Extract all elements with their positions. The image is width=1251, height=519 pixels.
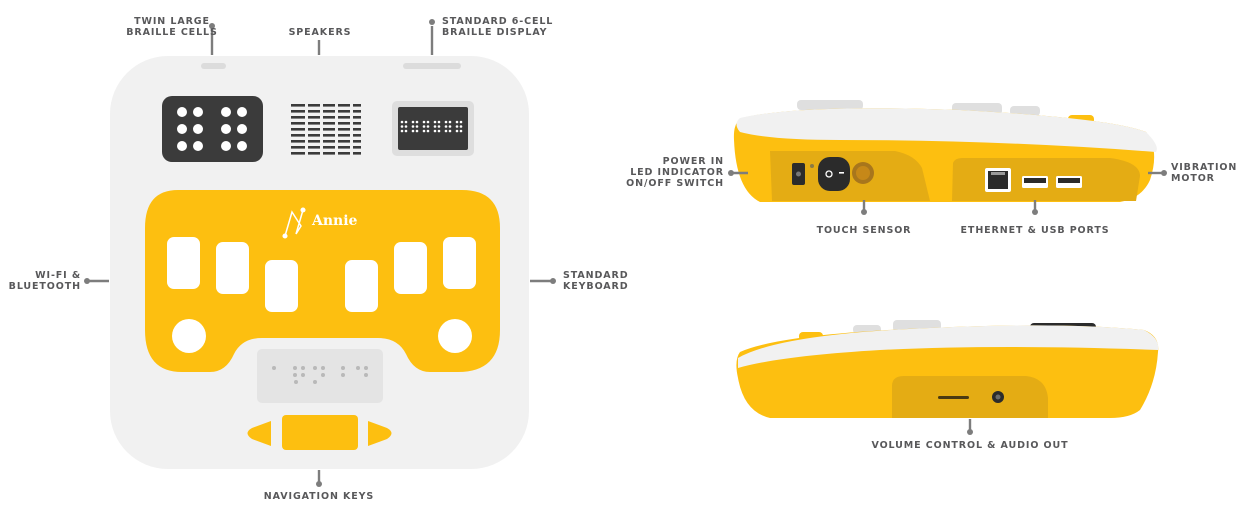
display-pin [411, 129, 415, 133]
label-volume-audio: VOLUME CONTROL & AUDIO OUT [871, 440, 1069, 451]
display-pin [404, 120, 408, 124]
display-pin [459, 129, 463, 133]
navigation-keys [247, 415, 392, 450]
display-pin [433, 129, 437, 133]
label-standard-keyboard: STANDARD KEYBOARD [563, 270, 629, 292]
display-pin [448, 120, 452, 124]
display-pin [444, 129, 448, 133]
display-pin [455, 120, 459, 124]
display-pin [411, 120, 415, 124]
display-pin [448, 129, 452, 133]
key-1 [167, 237, 200, 289]
display-pin [459, 120, 463, 124]
keyboard-keys [167, 237, 476, 353]
display-pin [444, 120, 448, 124]
display-pin [415, 129, 419, 133]
nav-left-key [247, 421, 271, 446]
round-key-left [172, 319, 206, 353]
display-pin [426, 129, 430, 133]
side-view-audio [736, 320, 1159, 435]
display-pin [422, 125, 426, 128]
display-pin [433, 120, 437, 124]
braille-cell-slot [201, 63, 226, 69]
display-pin [437, 120, 441, 124]
round-key-right [438, 319, 472, 353]
display-pin [437, 129, 441, 133]
display-pin [400, 120, 404, 124]
display-pin [400, 129, 404, 133]
display-pin [415, 125, 419, 128]
annie-logo-icon [282, 207, 306, 239]
speaker-grille [291, 102, 361, 156]
display-pin [422, 120, 426, 124]
display-pin [448, 125, 452, 128]
label-power-led-switch: POWER IN LED INDICATOR ON/OFF SWITCH [626, 156, 724, 189]
display-pin [404, 129, 408, 133]
display-pin [437, 125, 441, 128]
braille-display [392, 101, 474, 156]
label-twin-braille-cells: TWIN LARGE BRAILLE CELLS [126, 16, 218, 38]
display-pin [433, 125, 437, 128]
label-touch-sensor: TOUCH SENSOR [816, 225, 912, 236]
display-pin [455, 129, 459, 133]
top-view [84, 19, 556, 487]
display-pin [455, 125, 459, 128]
key-6 [443, 237, 476, 289]
display-slot [403, 63, 461, 69]
label-braille-display: STANDARD 6-CELL BRAILLE DISPLAY [442, 16, 554, 38]
label-wifi-bluetooth: WI-FI & BLUETOOTH [8, 270, 81, 292]
label-ethernet-usb: ETHERNET & USB PORTS [960, 225, 1110, 236]
display-pin [404, 125, 408, 128]
display-pin [426, 125, 430, 128]
label-navigation-keys: NAVIGATION KEYS [263, 491, 375, 502]
display-pin [444, 125, 448, 128]
nav-right-key [368, 421, 392, 446]
on-off-switch [818, 157, 850, 191]
led-indicator [810, 164, 814, 168]
display-pin [411, 125, 415, 128]
display-pin [400, 125, 404, 128]
key-2 [216, 242, 249, 294]
display-pin [459, 125, 463, 128]
nav-center-key [282, 415, 358, 450]
braille-plate [257, 349, 383, 403]
label-speakers: SPEAKERS [288, 27, 352, 38]
key-5 [394, 242, 427, 294]
brand-name: Annie [312, 213, 358, 229]
leader-dots-top [84, 19, 556, 487]
side-view-ports [728, 100, 1167, 215]
display-pin [415, 120, 419, 124]
twin-braille-cells [162, 96, 263, 162]
keyboard-panel [145, 190, 500, 372]
key-4 [345, 260, 378, 312]
volume-slider [938, 396, 969, 399]
display-pin [426, 120, 430, 124]
label-vibration-motor: VIBRATION MOTOR [1171, 162, 1238, 184]
display-pin [422, 129, 426, 133]
key-3 [265, 260, 298, 312]
